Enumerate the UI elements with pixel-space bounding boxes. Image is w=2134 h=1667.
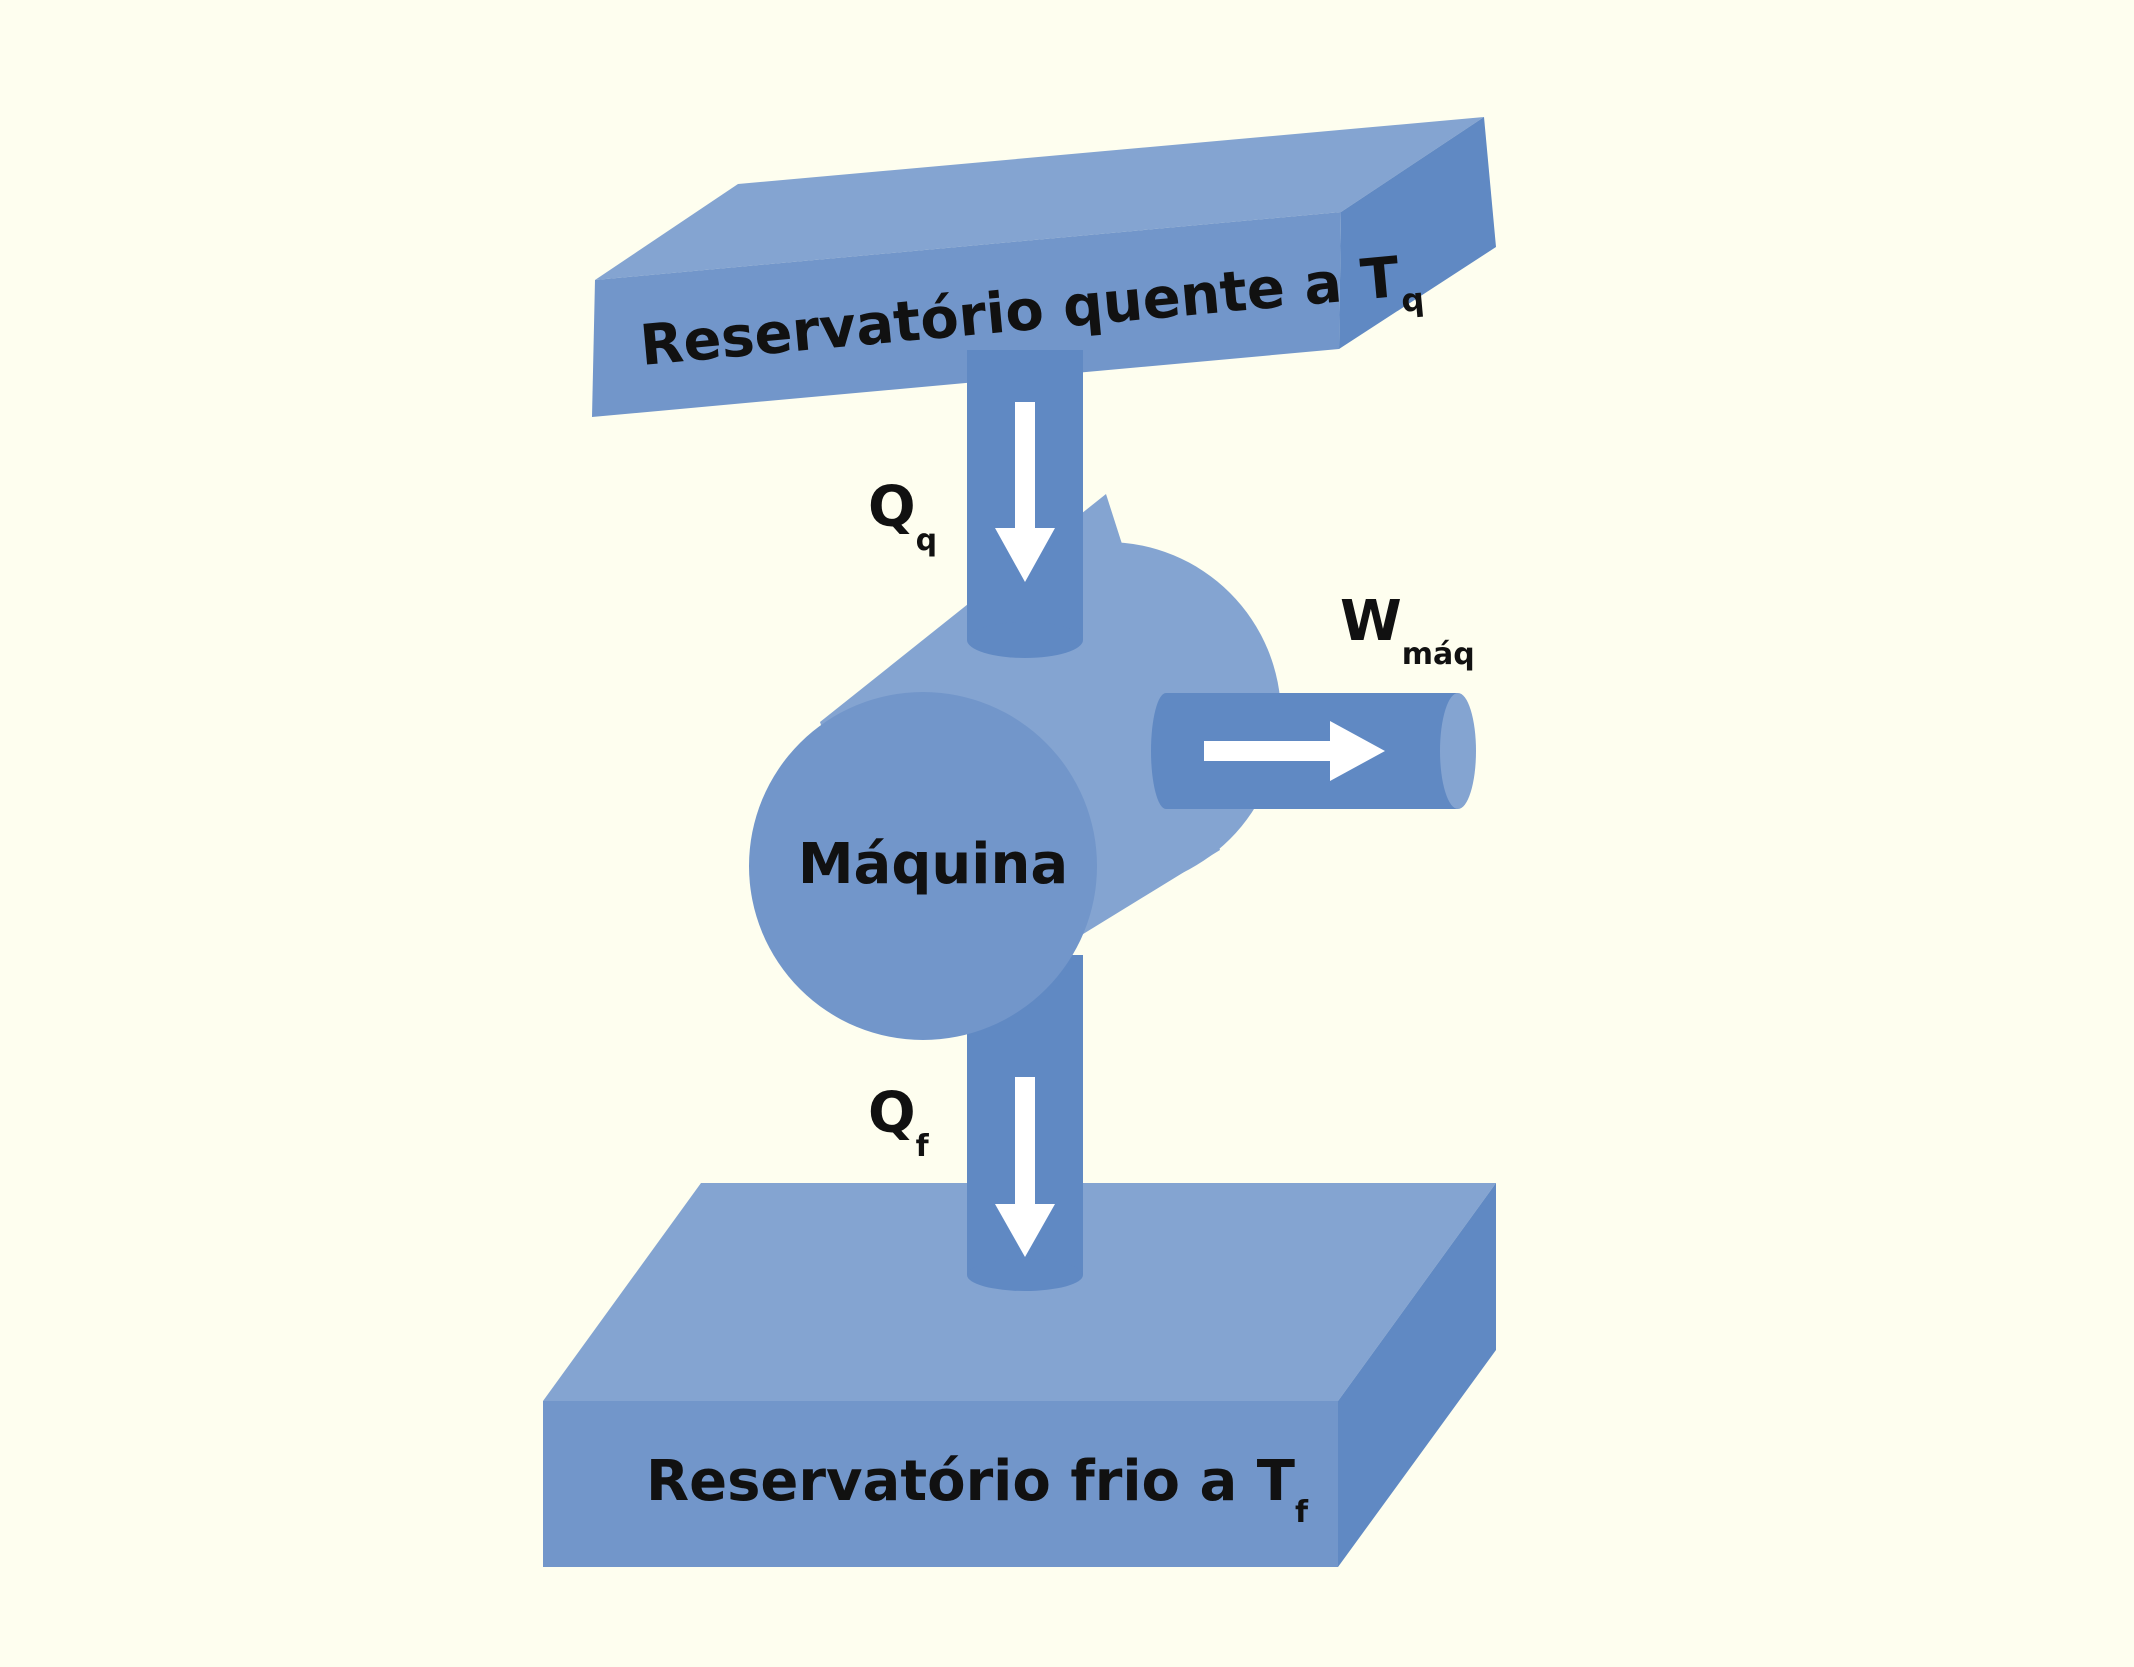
cold-reservoir-side-face [1338,1183,1496,1567]
arrow-down-icon [995,1183,1055,1257]
cold-reservoir-label: Reservatório frio a Tf [646,1449,1309,1530]
cold-reservoir-front-face [543,1401,1338,1567]
heat-out-label: Qf [868,1081,930,1164]
heat-in-pipe [967,350,1083,658]
heat-in-pipe-end [967,622,1083,658]
hot-reservoir-side-face [1339,117,1496,349]
cold-reservoir-top-face [543,1183,1496,1401]
work-out-pipe [1151,693,1476,809]
hot-reservoir-top-face [595,117,1484,280]
hot-reservoir-front-face [592,212,1341,417]
heat-in-label: Qq [868,475,937,558]
heat-out-pipe-overlap [967,1183,1083,1291]
engine-front-face [749,692,1097,1040]
work-out-label: Wmáq [1340,589,1475,672]
arrow-down-icon [995,402,1055,582]
cold-reservoir: Reservatório frio a Tf [543,1183,1496,1567]
engine-label: Máquina [798,832,1068,897]
work-out-pipe-end [1440,693,1476,809]
arrow-right-icon [1204,721,1385,781]
